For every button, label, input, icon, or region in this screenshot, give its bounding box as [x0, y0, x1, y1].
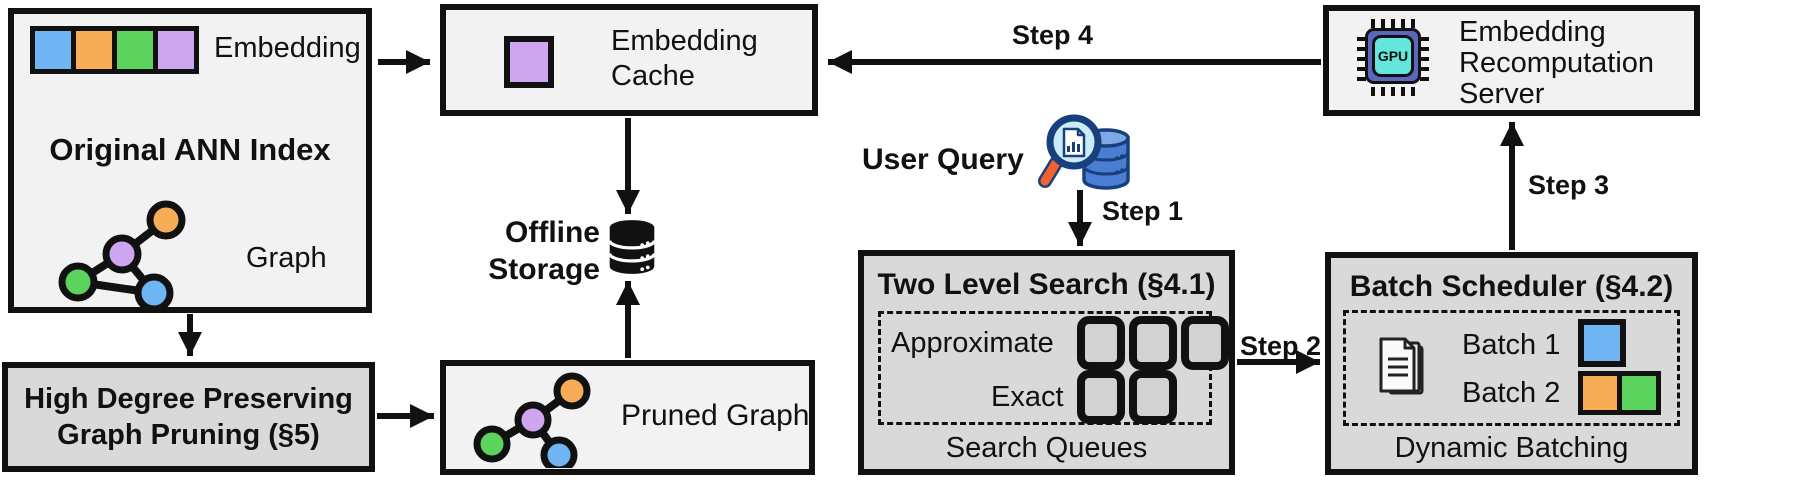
graph-pruning-title-line1: High Degree Preserving	[24, 383, 353, 415]
database-icon	[608, 220, 656, 274]
embedding-cell-orange	[76, 31, 112, 69]
queue-slot-icon	[1077, 370, 1125, 424]
graph-label: Graph	[246, 242, 327, 274]
server-label-line2: Recomputation	[1459, 47, 1655, 79]
queue-slot-icon	[1077, 316, 1125, 370]
ann-index-title: Original ANN Index	[49, 132, 331, 167]
pruned-graph-box: Pruned Graph	[440, 360, 815, 475]
queue-slot-icon	[1181, 316, 1229, 370]
queue-slot-icon	[1129, 370, 1177, 424]
recompute-server-box: GPU Embedding Recomputation Server	[1323, 5, 1700, 116]
batch2-cell-green	[1622, 376, 1656, 410]
batch1-label: Batch 1	[1462, 329, 1561, 361]
step2-label: Step 2	[1240, 331, 1322, 361]
server-label-line1: Embedding	[1459, 16, 1606, 48]
documents-icon	[1379, 337, 1424, 395]
server-label-line3: Server	[1459, 78, 1545, 110]
user-query-label: User Query	[862, 143, 1024, 176]
batch2-label: Batch 2	[1462, 377, 1561, 409]
gpu-chip-label: GPU	[1372, 35, 1414, 77]
embedding-cell-purple	[158, 31, 194, 69]
search-queues-footer: Search Queues	[945, 432, 1148, 464]
step1-label: Step 1	[1102, 196, 1184, 226]
graph-pruning-box: High Degree Preserving Graph Pruning (§5…	[2, 362, 375, 472]
two-level-search-title: Two Level Search (§4.1)	[877, 268, 1216, 301]
batch-scheduler-box: Batch Scheduler (§4.2) Batch 1 Batch 2	[1325, 252, 1698, 475]
queue-slot-icon	[1129, 316, 1177, 370]
batch2-cell-orange	[1583, 376, 1617, 410]
embedding-label: Embedding	[214, 32, 361, 64]
search-queues-panel: Approximate Exact	[878, 311, 1229, 425]
embedding-cache-label-line2: Cache	[611, 60, 695, 92]
step3-label: Step 3	[1528, 170, 1610, 200]
approximate-label: Approximate	[891, 326, 1054, 359]
embedding-cache-label-line1: Embedding	[611, 25, 758, 57]
embedding-vector-icon	[30, 26, 199, 74]
cached-embedding-square-icon	[504, 36, 554, 88]
offline-storage-line1: Offline	[505, 216, 600, 249]
search-database-icon	[1038, 114, 1130, 190]
two-level-search-box: Two Level Search (§4.1) Approximate Exac…	[858, 250, 1235, 475]
graph-icon	[58, 200, 186, 312]
dynamic-batching-footer: Dynamic Batching	[1394, 432, 1629, 464]
offline-storage-label: Offline Storage	[430, 214, 600, 288]
offline-storage-line2: Storage	[488, 253, 600, 286]
original-ann-index-box: Embedding Original ANN Index Graph	[8, 8, 372, 313]
batch1-embedding-square	[1578, 319, 1626, 367]
embedding-cell-blue	[35, 31, 71, 69]
exact-label: Exact	[991, 380, 1064, 413]
graph-pruning-title-line2: Graph Pruning (§5)	[57, 419, 320, 451]
batch2-embedding-squares	[1578, 371, 1661, 415]
embedding-cache-box: Embedding Cache	[440, 4, 818, 116]
pruned-graph-icon	[473, 372, 591, 468]
embedding-cell-green	[117, 31, 153, 69]
step4-label: Step 4	[1012, 20, 1094, 50]
gpu-chip-icon: GPU	[1351, 19, 1435, 99]
dynamic-batching-panel: Batch 1 Batch 2	[1343, 310, 1680, 426]
pruned-graph-label: Pruned Graph	[621, 399, 810, 432]
batch-scheduler-title: Batch Scheduler (§4.2)	[1349, 270, 1674, 303]
